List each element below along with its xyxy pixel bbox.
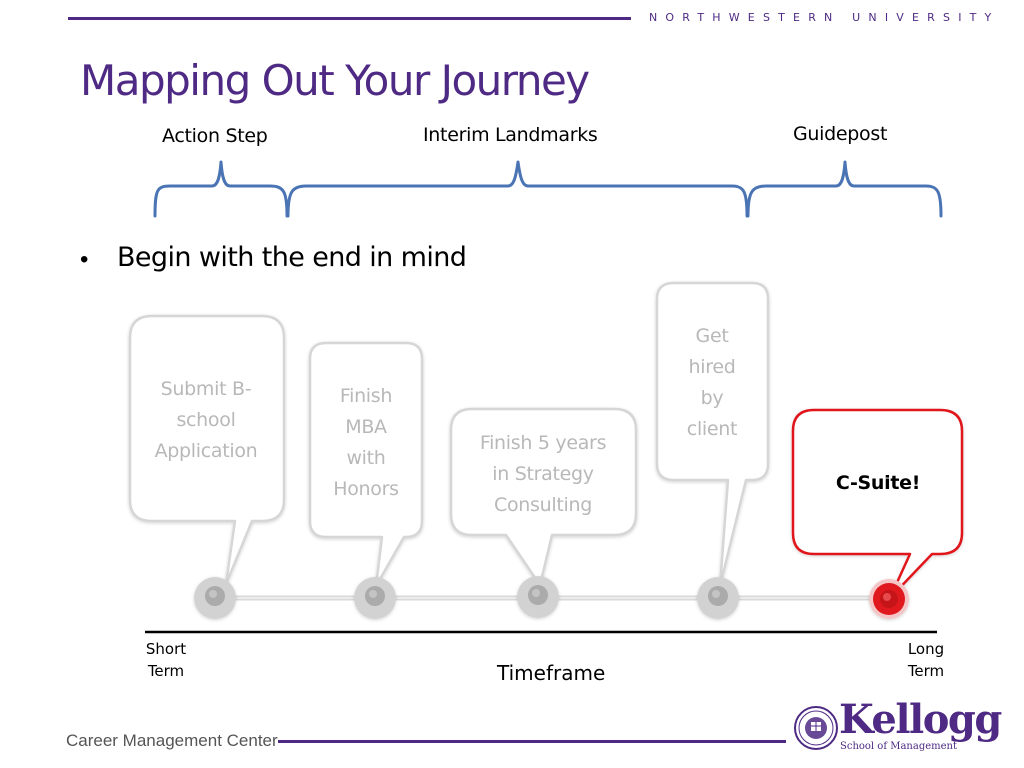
guidepost-label: Guidepost (793, 123, 888, 145)
action-step-label: Action Step (162, 125, 268, 147)
slide-title: Mapping Out Your Journey (80, 56, 590, 105)
milestone-text-5: C-Suite! (835, 472, 921, 494)
university-name: NORTHWESTERN UNIVERSITY (649, 11, 1000, 24)
bullet-marker: • (80, 246, 89, 273)
interim-landmarks-label: Interim Landmarks (423, 124, 598, 146)
kellogg-logo-subtitle: School of Management (840, 741, 957, 752)
milestone-dot-2 (354, 577, 396, 619)
milestone-dot-4 (697, 577, 739, 619)
university-seal-icon (794, 706, 838, 750)
kellogg-logo: Kellogg (839, 696, 1002, 743)
action-step-brace (153, 160, 289, 218)
milestone-dot-1 (194, 577, 236, 619)
milestone-dot-3 (517, 576, 559, 618)
footer-rule (278, 740, 786, 743)
milestone-bubble-1 (128, 314, 286, 586)
guidepost-brace (746, 160, 943, 218)
bullet-text: Begin with the end in mind (117, 242, 467, 273)
header-rule (68, 17, 631, 20)
interim-landmarks-brace (286, 160, 749, 218)
timeframe-label: Timeframe (497, 661, 606, 685)
milestone-bubble-4 (655, 281, 770, 588)
milestone-bubble-3 (449, 407, 638, 587)
milestone-bubble-2 (308, 341, 424, 588)
milestone-dot-5 (869, 579, 909, 619)
footer-career-center: Career Management Center (66, 731, 278, 750)
milestone-bubble-5 (791, 408, 964, 600)
